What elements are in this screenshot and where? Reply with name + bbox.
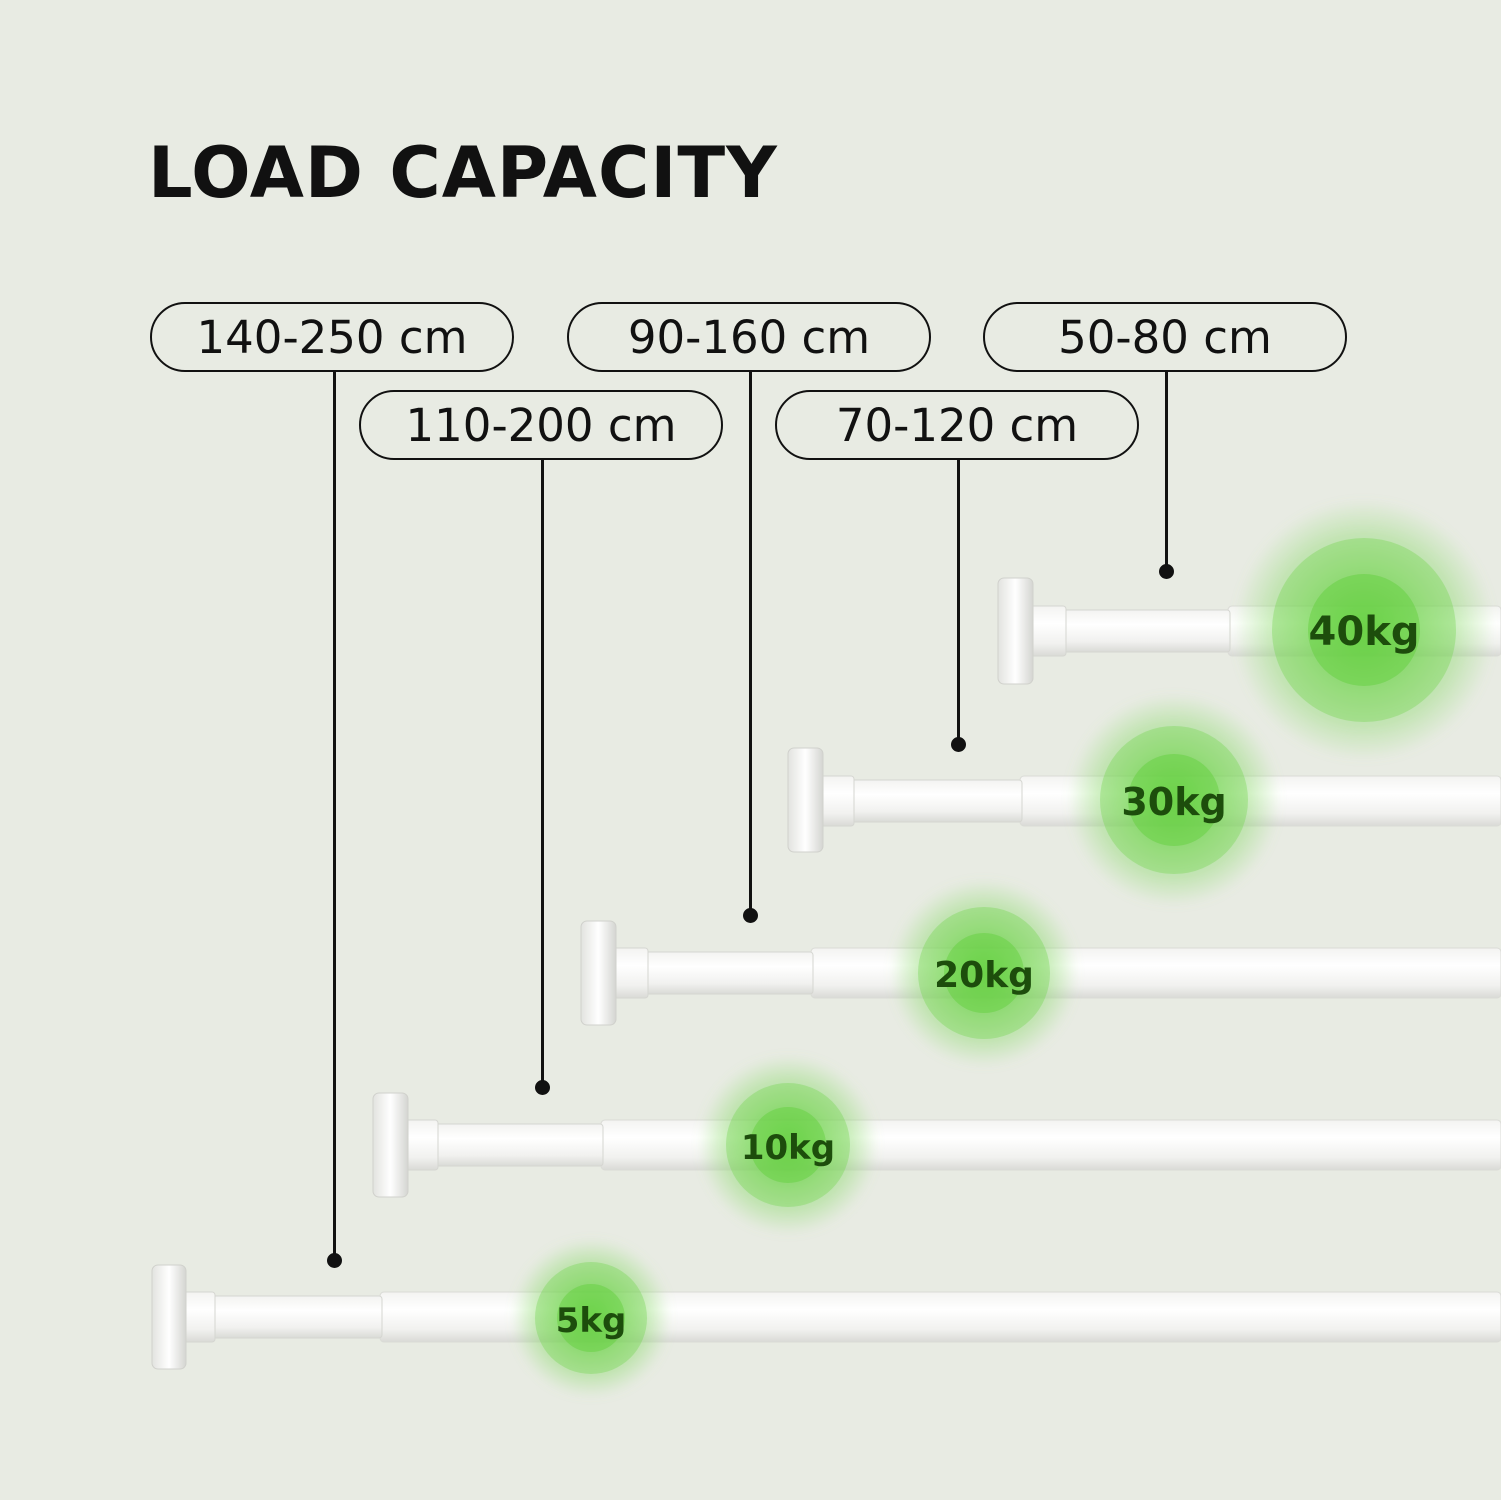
load-indicator-30kg: 30kg xyxy=(1070,696,1278,904)
load-indicator-10kg: 10kg xyxy=(700,1057,876,1233)
leader-dot-50-80 xyxy=(1159,564,1174,579)
leader-dot-140-250 xyxy=(327,1253,342,1268)
size-label-70-120: 70-120 cm xyxy=(775,390,1139,460)
rod-140-250 xyxy=(151,1264,1501,1370)
leader-line-90-160 xyxy=(749,372,752,915)
load-indicator-20kg: 20kg xyxy=(892,881,1076,1065)
load-label-10kg: 10kg xyxy=(741,1128,835,1168)
page-title: LOAD CAPACITY xyxy=(148,132,778,214)
leader-dot-90-160 xyxy=(743,908,758,923)
load-label-30kg: 30kg xyxy=(1121,780,1226,824)
size-label-90-160: 90-160 cm xyxy=(567,302,931,372)
load-label-20kg: 20kg xyxy=(934,955,1034,996)
leader-line-70-120 xyxy=(957,460,960,744)
leader-dot-110-200 xyxy=(535,1080,550,1095)
leader-line-110-200 xyxy=(541,460,544,1087)
leader-dot-70-120 xyxy=(951,737,966,752)
size-label-50-80: 50-80 cm xyxy=(983,302,1347,372)
leader-line-50-80 xyxy=(1165,372,1168,572)
load-label-5kg: 5kg xyxy=(556,1301,627,1341)
load-indicator-5kg: 5kg xyxy=(513,1240,669,1396)
size-label-140-250: 140-250 cm xyxy=(150,302,514,372)
load-indicator-40kg: 40kg xyxy=(1236,502,1492,758)
load-label-40kg: 40kg xyxy=(1309,609,1420,655)
leader-line-140-250 xyxy=(333,372,336,1260)
rod-110-200 xyxy=(372,1092,1501,1198)
size-label-110-200: 110-200 cm xyxy=(359,390,723,460)
